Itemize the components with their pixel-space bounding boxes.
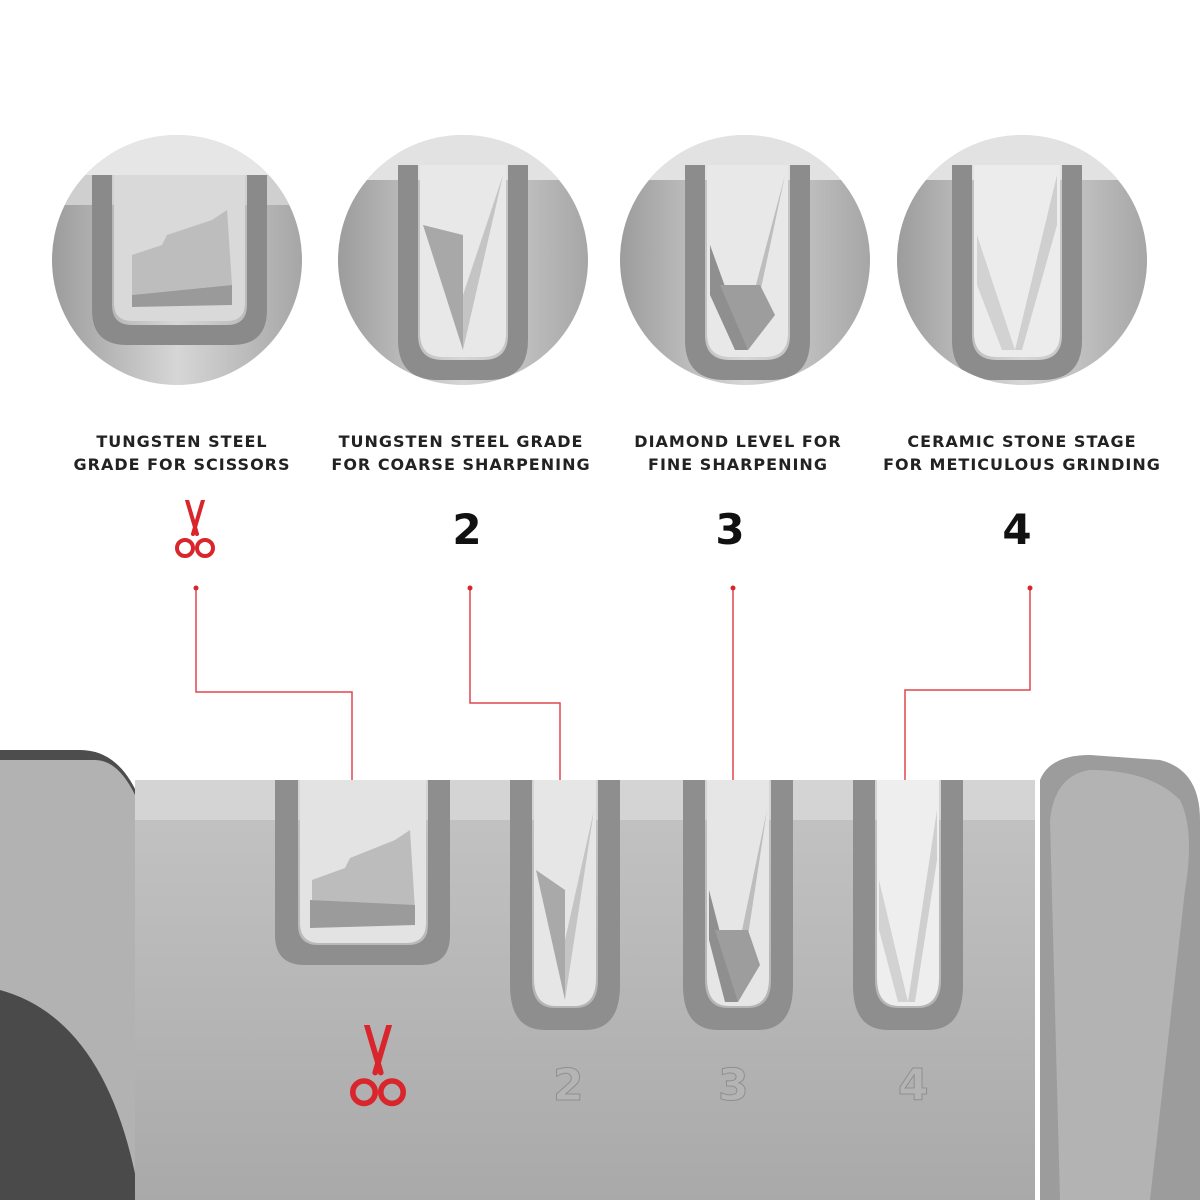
stage-4-closeup (897, 135, 1147, 385)
stage-3-closeup (620, 135, 870, 385)
scissors-blade (312, 830, 415, 910)
caption-line: FOR METICULOUS GRINDING (883, 455, 1161, 474)
connector-dot (467, 585, 473, 591)
caption-line: CERAMIC STONE STAGE (907, 432, 1137, 451)
slot-4-frame (853, 780, 963, 1030)
connector-2 (469, 588, 561, 832)
caption-line: TUNGSTEN STEEL (96, 432, 268, 451)
engraved-label-4: 4 (898, 1060, 929, 1111)
stage-number-2: 2 (452, 505, 482, 554)
connector-dot (730, 585, 736, 591)
connector-lines (193, 585, 1033, 835)
caption-line: GRADE FOR SCISSORS (73, 455, 291, 474)
stage-2-caption: TUNGSTEN STEEL GRADE FOR COARSE SHARPENI… (311, 430, 611, 476)
stage-4-caption: CERAMIC STONE STAGE FOR METICULOUS GRIND… (872, 430, 1172, 476)
caption-line: TUNGSTEN STEEL GRADE (338, 432, 584, 451)
caption-line: DIAMOND LEVEL FOR (634, 432, 842, 451)
connector-scissors (195, 588, 353, 800)
stage-number-3: 3 (715, 505, 745, 554)
left-handle-grip (0, 990, 140, 1200)
stage-scissors-caption: TUNGSTEN STEEL GRADE FOR SCISSORS (32, 430, 332, 476)
caption-line: FOR COARSE SHARPENING (331, 455, 591, 474)
sharpener-body: 2 3 4 (0, 750, 1200, 1200)
connector-dot (193, 585, 199, 591)
engraved-label-3: 3 (718, 1060, 749, 1111)
caption-line: FINE SHARPENING (648, 455, 828, 474)
connector-dot (1027, 585, 1033, 591)
stage-2-closeup (338, 135, 588, 385)
scissors-slot-frame (275, 780, 450, 965)
slot-2-frame (510, 780, 620, 1030)
connector-4 (904, 588, 1031, 832)
stage-number-4: 4 (1002, 505, 1032, 554)
stage-3-caption: DIAMOND LEVEL FOR FINE SHARPENING (588, 430, 888, 476)
engraved-label-2: 2 (553, 1060, 584, 1111)
slot-3-frame (683, 780, 793, 1030)
